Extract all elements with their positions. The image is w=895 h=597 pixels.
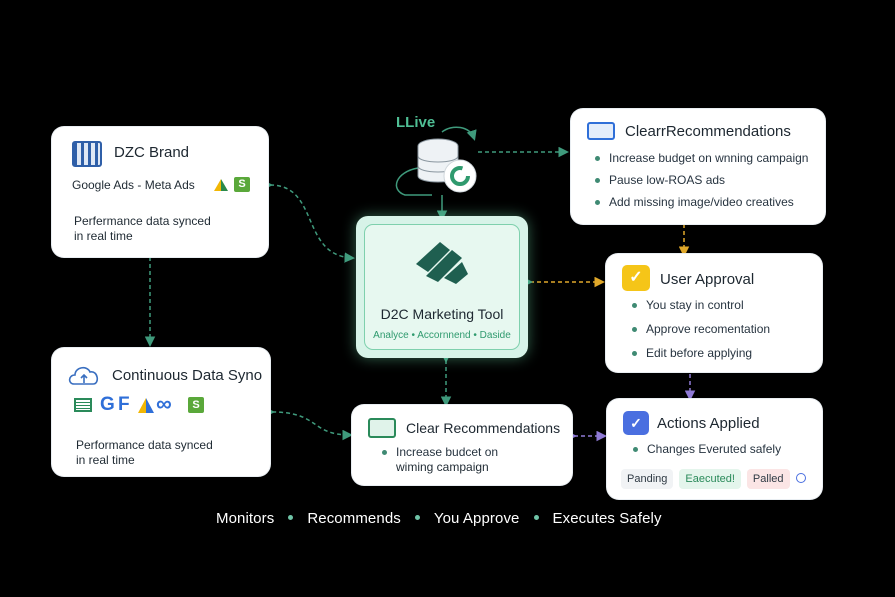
top-reco-title: ClearrRecommendations — [625, 123, 791, 140]
tool-title: D2C Marketing Tool — [380, 306, 504, 322]
tool-logo-icon — [416, 242, 468, 284]
google-ads-icon — [214, 179, 228, 191]
sync-title: Continuous Data Syno — [112, 367, 263, 384]
actions-applied-card: ✓ Actions Applied Changes Everuted safel… — [607, 399, 822, 499]
status-chip-pending[interactable]: Panding — [621, 469, 674, 489]
live-label: LLive — [396, 114, 436, 131]
ad-sources: Google Ads - Meta Ads — [72, 178, 195, 192]
approval-item: Approve recomentation — [632, 322, 770, 336]
brand-title: DZC Brand — [114, 144, 190, 161]
brand-desc-line1: Perfermance data synced — [74, 214, 211, 228]
footer-dot — [414, 515, 420, 520]
tool-subtitle: Analyce • Accornnend • Daside — [373, 330, 511, 341]
sync-desc-line1: Performance data synced — [76, 438, 213, 452]
footer-step: Monitors — [216, 510, 275, 527]
google-icon: G — [100, 394, 115, 415]
sync-to-reco-connector — [264, 406, 353, 441]
sync-desc-line2: in real time — [76, 453, 135, 467]
refresh-icon[interactable] — [795, 472, 806, 483]
approval-check-icon: ✓ — [622, 265, 650, 291]
brand-card: DZC Brand Google Ads - Meta Ads S Perfer… — [52, 127, 268, 257]
bottom-reco-title: Clear Recommendations — [406, 420, 561, 436]
status-chip-executed[interactable]: Eaecuted! — [679, 469, 741, 489]
process-footer: Monitors Recommends You Approve Executes Sa… — [216, 510, 662, 527]
shopify-icon: S — [234, 177, 250, 192]
meta-icon: ∞ — [156, 391, 172, 416]
approval-title: User Approval — [660, 271, 755, 288]
live-arrow-connector — [441, 126, 477, 141]
database-icon — [417, 138, 477, 193]
ads-icon — [138, 398, 154, 413]
actions-title: Actions Applied — [657, 415, 760, 432]
verified-badge-icon: ✓ — [623, 411, 649, 435]
store-icon — [72, 141, 102, 167]
top-reco-item: Pause low-ROAS ads — [595, 173, 725, 187]
brand-desc-line2: in real time — [74, 229, 133, 243]
bottom-recommendations-card: Clear Recommendations Increase budcet on… — [352, 405, 572, 485]
approval-item: Edit before applying — [632, 346, 752, 360]
footer-step: You Approve — [433, 510, 520, 527]
footer-dot — [288, 515, 294, 520]
cloud-upload-icon — [68, 366, 99, 385]
status-chip-failed[interactable]: Palled — [746, 469, 790, 489]
footer-step: Executes Safely — [552, 510, 662, 527]
marketing-tool-card[interactable]: D2C Marketing Tool Analyce • Accornnend … — [356, 216, 528, 358]
f-icon: F — [118, 394, 130, 415]
sheets-icon — [74, 398, 92, 412]
top-recommendations-card: ClearrRecommendations Increase budget on… — [571, 109, 825, 224]
shopify-icon: S — [188, 397, 204, 413]
bottom-reco-item-cont: wiming campaign — [396, 460, 489, 474]
bottom-reco-item: Increase budcet on — [382, 445, 498, 459]
actions-item: Changes Everuted safely — [633, 442, 781, 456]
user-approval-card: ✓ User Approval You stay in control Appr… — [606, 254, 822, 372]
footer-step: Recommends — [307, 510, 401, 527]
top-reco-item: Increase budget on wnning campaign — [595, 151, 808, 165]
recommendations-icon — [368, 418, 396, 438]
footer-dot — [533, 515, 539, 520]
approval-item: You stay in control — [632, 298, 744, 312]
recommendations-icon — [587, 122, 615, 140]
db-loop-connector — [395, 167, 432, 196]
brand-to-tool-connector — [262, 179, 355, 263]
sync-card: Continuous Data Syno G F ∞ S Performance… — [52, 348, 270, 476]
top-reco-item: Add missing image/video creatives — [595, 195, 794, 209]
